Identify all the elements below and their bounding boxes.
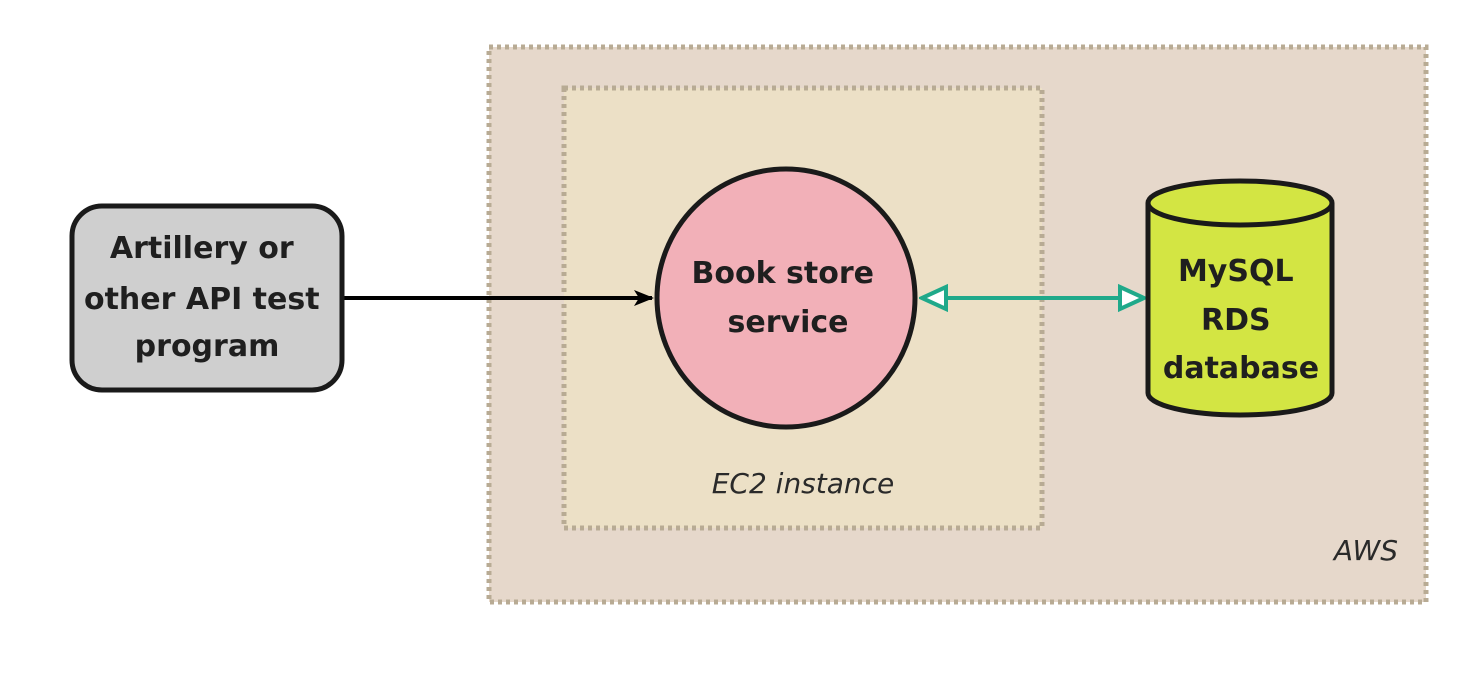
client-label-line-2: other API test: [84, 282, 320, 317]
ec2-label: EC2 instance: [712, 467, 895, 500]
service-label-line-1: Book store: [692, 256, 874, 291]
service-node-circle: [654, 166, 918, 430]
database-label-line-3: database: [1163, 351, 1319, 386]
aws-label: AWS: [1332, 534, 1398, 567]
database-node: MySQL RDS database: [1145, 178, 1335, 418]
client-label-line-3: program: [135, 329, 280, 364]
service-label-line-2: service: [728, 305, 849, 340]
service-node: Book store service: [654, 166, 918, 430]
database-node-label: MySQL RDS database: [1163, 254, 1319, 386]
database-cylinder-top: [1145, 178, 1335, 228]
database-label-line-1: MySQL: [1178, 254, 1294, 289]
service-node-label: Book store service: [692, 256, 885, 340]
database-label-line-2: RDS: [1201, 303, 1271, 338]
client-node: Artillery or other API test program: [69, 203, 345, 393]
client-node-box: [69, 203, 345, 393]
database-cylinder-body: [1145, 203, 1335, 418]
client-node-label: Artillery or other API test program: [84, 231, 330, 364]
client-label-line-1: Artillery or: [110, 231, 294, 266]
